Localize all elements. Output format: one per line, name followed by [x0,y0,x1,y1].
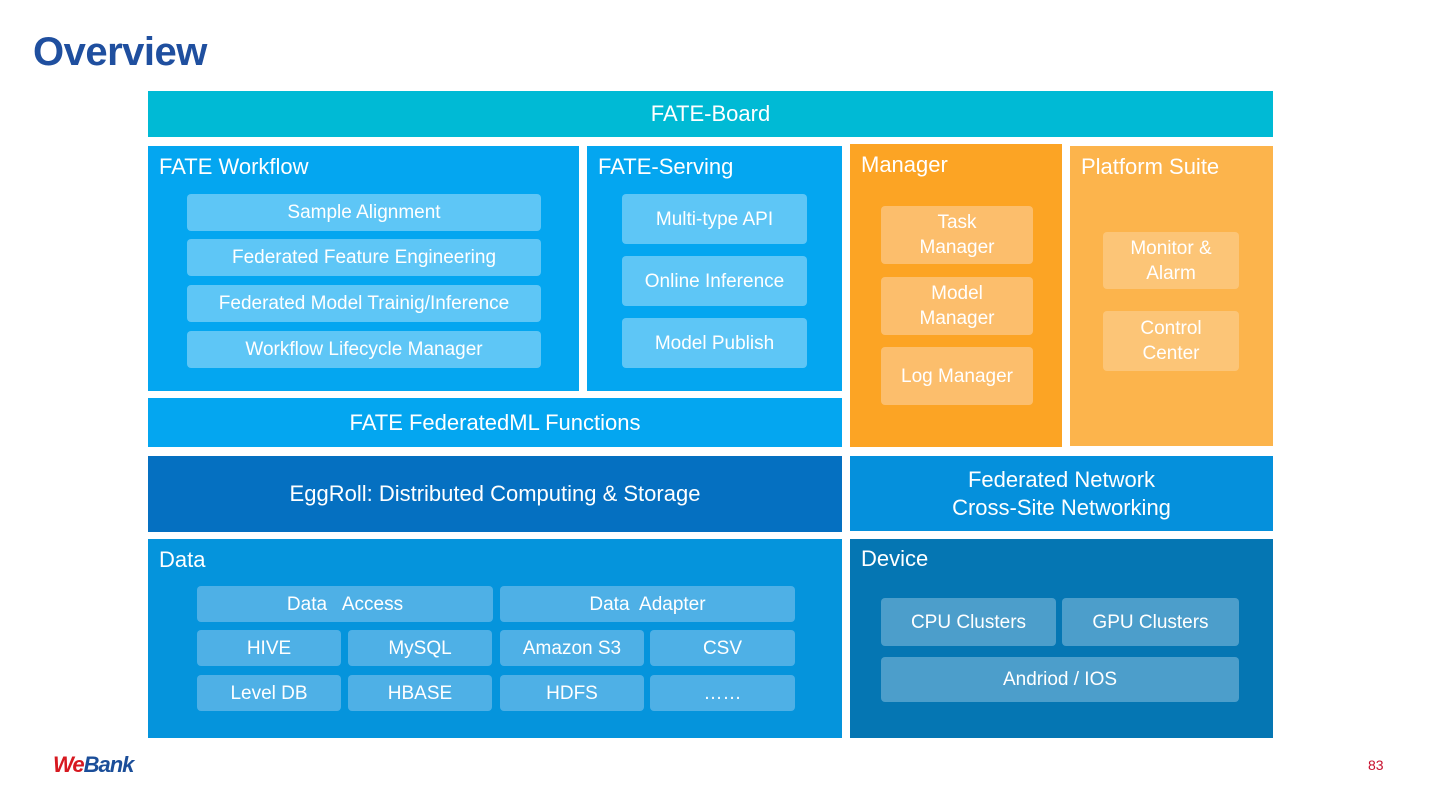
platform-item-line: Monitor & [1130,237,1212,259]
manager-block: Manager Task Manager Model Manager Log M… [850,144,1062,447]
manager-title: Manager [861,152,948,177]
data-source-chip: HIVE [197,630,341,666]
webank-logo: WeBank [53,752,135,778]
data-source-chip: HBASE [348,675,492,711]
platform-suite-title: Platform Suite [1081,154,1220,179]
data-source-chip: …… [650,675,795,711]
serving-item: Online Inference [622,256,807,306]
logo-we: We [53,752,85,777]
device-title: Device [861,546,929,571]
manager-item-line: Manager [919,308,995,329]
federated-network-line: Federated Network [967,466,1156,492]
federatedml-functions-block: FATE FederatedML Functions [148,398,842,447]
manager-item-line: Manager [919,237,995,258]
slide-title: Overview [33,30,207,74]
fate-workflow-title: FATE Workflow [159,154,309,179]
data-source-chip: HDFS [500,675,644,711]
page-number: 83 [1368,757,1384,773]
platform-item-line: Alarm [1146,262,1196,284]
device-chip: Andriod / IOS [881,657,1239,702]
data-access-chip: Data Access [197,586,493,622]
platform-item-line: Control [1140,318,1202,339]
workflow-item: Federated Feature Engineering [187,239,541,276]
data-source-chip: MySQL [348,630,492,666]
manager-item: Task Manager [881,206,1033,264]
fate-board-block: FATE-Board [148,91,1273,137]
fate-workflow-block: FATE Workflow Sample Alignment Federated… [148,146,579,391]
data-source-chip: Amazon S3 [500,630,644,666]
serving-item: Multi-type API [622,194,807,244]
device-chip: CPU Clusters [881,598,1056,646]
workflow-item: Workflow Lifecycle Manager [187,331,541,368]
platform-item: Monitor & Alarm [1103,232,1239,289]
device-block: Device CPU Clusters GPU Clusters Andriod… [850,539,1273,738]
data-block: Data Data Access Data Adapter HIVE MySQL… [148,539,842,738]
logo-bank: Bank [83,752,135,777]
serving-item: Model Publish [622,318,807,368]
federated-network-line: Cross-Site Networking [952,494,1171,520]
data-source-chip: Level DB [197,675,341,711]
data-title: Data [159,547,206,572]
federated-network-block: Federated Network Cross-Site Networking [850,456,1273,531]
manager-item-line: Model [931,283,983,304]
data-source-chip: CSV [650,630,795,666]
fate-serving-title: FATE-Serving [598,154,734,179]
eggroll-block: EggRoll: Distributed Computing & Storage [148,456,842,532]
fate-serving-block: FATE-Serving Multi-type API Online Infer… [587,146,842,391]
manager-item: Log Manager [881,347,1033,405]
data-adapter-chip: Data Adapter [500,586,795,622]
platform-item-line: Center [1142,343,1200,364]
platform-suite-block: Platform Suite Monitor & Alarm Control C… [1070,146,1273,446]
platform-item: Control Center [1103,311,1239,371]
device-chip: GPU Clusters [1062,598,1239,646]
manager-item: Model Manager [881,277,1033,335]
manager-item-line: Task [937,212,977,233]
workflow-item: Federated Model Trainig/Inference [187,285,541,322]
workflow-item: Sample Alignment [187,194,541,231]
